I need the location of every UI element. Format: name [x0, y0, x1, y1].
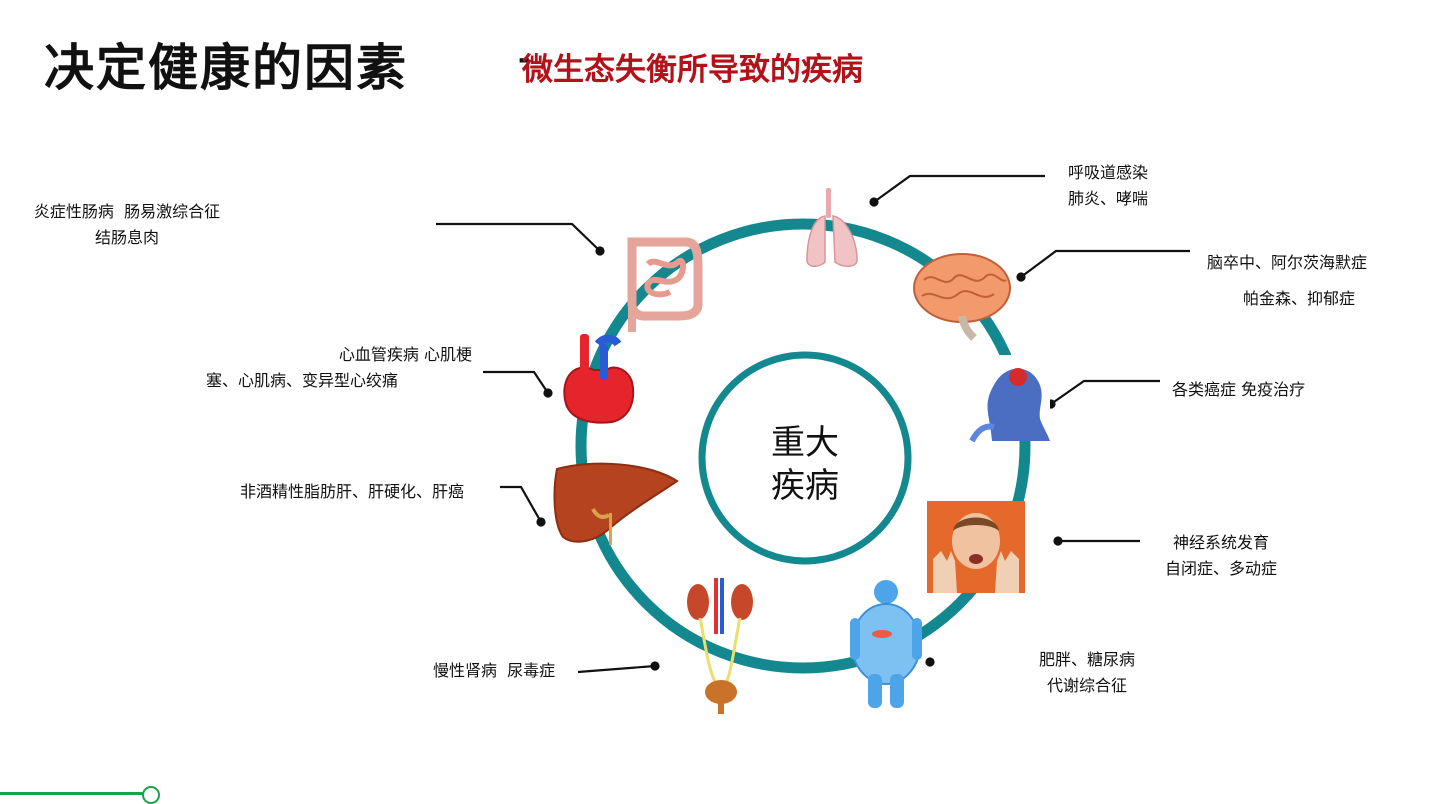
label-obesity: 肥胖、糖尿病 代谢综合征 [1038, 650, 1135, 695]
connector-heart [483, 370, 553, 398]
label-brain: 脑卒中、阿尔茨海默症 帕金森、抑郁症 [1207, 253, 1368, 308]
title-separator: - [518, 42, 531, 77]
inner-ring [698, 351, 912, 565]
connector-intestine [436, 222, 605, 256]
accent-dot [142, 786, 160, 804]
heart-icon [563, 334, 635, 424]
lungs-icon [806, 188, 858, 267]
brain-icon [913, 253, 1011, 341]
label-liver: 非酒精性脂肪肝、肝硬化、肝癌 [240, 482, 465, 501]
label-neuro: 神经系统发育 自闭症、多动症 [1164, 533, 1277, 578]
connector-liver [500, 485, 546, 527]
label-heart: 心血管疾病 心肌梗 塞、心肌病、变异型心绞痛 [206, 345, 472, 390]
center-line-1: 重大 [771, 423, 839, 463]
page-subtitle: 微生态失衡所导致的疾病 [522, 52, 863, 88]
connector-respiratory [869, 174, 1045, 207]
connector-cancer [1046, 379, 1160, 409]
label-respiratory: 呼吸道感染 肺炎、哮喘 [1068, 163, 1149, 208]
child-photo-icon [927, 501, 1025, 593]
label-kidney: 慢性肾病 尿毒症 [433, 661, 556, 680]
obese-body-icon [850, 580, 922, 708]
intestine-icon [627, 237, 703, 332]
kidneys-icon [687, 578, 753, 714]
accent-bar [0, 792, 150, 795]
connector-obesity [925, 657, 935, 667]
label-cancer: 各类癌症 免疫治疗 [1172, 380, 1306, 399]
liver-icon [553, 462, 679, 545]
tumor-head-icon [969, 355, 1050, 443]
connector-neuro [1053, 536, 1140, 546]
center-label: 重大 疾病 [745, 422, 865, 508]
center-line-2: 疾病 [771, 466, 839, 506]
connector-brain [1016, 249, 1190, 282]
connector-kidney [577, 661, 660, 674]
outer-ring [575, 218, 1031, 674]
page-title: 决定健康的因素 [44, 38, 408, 97]
label-intestine: 炎症性肠病 肠易激综合征 结肠息肉 [33, 202, 221, 247]
